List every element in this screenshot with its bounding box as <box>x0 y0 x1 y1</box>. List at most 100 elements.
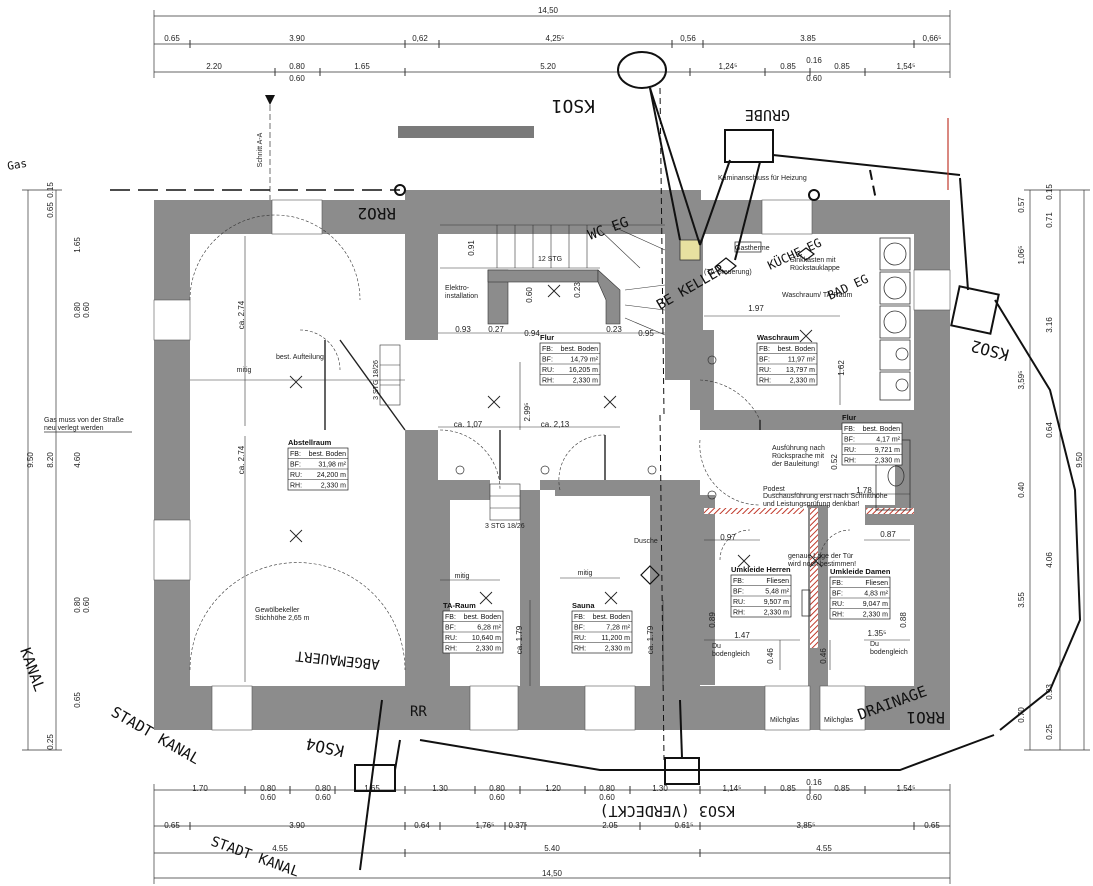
svg-text:mitig: mitig <box>455 573 470 580</box>
room-table-key: RH: <box>542 378 554 385</box>
gastherme-label: Gastherme <box>735 245 770 252</box>
podest-label: Podest <box>763 486 785 493</box>
top-dimension-ticks <box>189 40 915 76</box>
svg-text:1.20: 1.20 <box>545 784 561 793</box>
svg-text:4,25⁵: 4,25⁵ <box>546 34 565 43</box>
svg-text:5.20: 5.20 <box>540 62 556 71</box>
svg-text:0.60: 0.60 <box>806 793 822 802</box>
svg-text:0.95: 0.95 <box>638 329 654 338</box>
room-table-value: 6,28 m² <box>477 625 501 632</box>
svg-text:0.15: 0.15 <box>46 182 55 198</box>
left-inner-dim: 8.20 <box>46 452 55 468</box>
svg-text:1.65: 1.65 <box>364 784 380 793</box>
room-table-key: RH: <box>759 378 771 385</box>
bottom-row2-dims: 0.65 3.90 0.64 1,76⁵ 0.37⁵ 2.05 0.61⁵ 3,… <box>164 821 940 830</box>
bottom-total-dim: 14,50 <box>542 869 563 878</box>
door-swings <box>189 214 851 671</box>
svg-text:0.23: 0.23 <box>573 282 582 298</box>
milchglas-right: Milchglas <box>824 717 854 724</box>
svg-text:4.55: 4.55 <box>272 844 288 853</box>
svg-text:RR: RR <box>410 704 427 720</box>
svg-text:0.71: 0.71 <box>1045 212 1054 228</box>
svg-text:KSO3 (VERDECKT): KSO3 (VERDECKT) <box>600 802 735 820</box>
bottom-dimension-lines <box>153 784 951 884</box>
ta-steuerung-label: (TA-Steuerung) <box>704 269 752 276</box>
room-table-value: 31,98 m² <box>318 462 346 469</box>
dusche-label: Dusche <box>634 538 658 545</box>
interior-dims: 0.91 0.60 0.23 0.93 0.27 0.94 0.23 0.95 … <box>237 240 908 664</box>
top-row2-dims: 2.20 0.80 0.60 1.65 5.20 1,24⁵ 0.85 0.16… <box>206 56 915 83</box>
room-table-key: BF: <box>290 462 301 469</box>
svg-text:0.93: 0.93 <box>1045 684 1054 700</box>
svg-text:0.61⁵: 0.61⁵ <box>675 821 694 830</box>
svg-text:0.60: 0.60 <box>489 793 505 802</box>
room-table-value: 4,83 m² <box>864 591 888 598</box>
milchglas-left: Milchglas <box>770 717 800 724</box>
room-table-key: RU: <box>832 601 844 608</box>
svg-text:0.91: 0.91 <box>467 240 476 256</box>
svg-text:KSO2: KSO2 <box>969 336 1011 364</box>
interior-dimension-lines <box>190 236 910 686</box>
stair-3b-label: 3 STG 18/26 <box>485 523 525 530</box>
svg-text:0.94: 0.94 <box>524 329 540 338</box>
room-table-value: 16,205 m <box>569 367 598 374</box>
svg-text:0.89: 0.89 <box>708 612 717 628</box>
svg-text:0.65: 0.65 <box>46 202 55 218</box>
room-table-value: Fliesen <box>766 578 789 585</box>
room-table-key: FB: <box>733 578 744 585</box>
svg-text:0.85: 0.85 <box>780 62 796 71</box>
svg-text:ca. 2.74: ca. 2.74 <box>237 445 246 474</box>
svg-text:0.46: 0.46 <box>766 648 775 664</box>
svg-text:2.99⁵: 2.99⁵ <box>523 403 532 422</box>
room-table-key: FB: <box>832 580 843 587</box>
left-total-dim: 9.50 <box>26 452 35 468</box>
room-table-value: best. Boden <box>309 451 346 458</box>
svg-text:0.52: 0.52 <box>830 454 839 470</box>
svg-text:STADT KANAL: STADT KANAL <box>209 834 302 881</box>
room-table-value: 9,507 m <box>764 599 789 606</box>
staircase <box>379 224 666 521</box>
room-table-value: Fliesen <box>865 580 888 587</box>
room-table-key: RH: <box>733 610 745 617</box>
svg-text:0.60: 0.60 <box>289 74 305 83</box>
svg-text:0.60: 0.60 <box>260 793 276 802</box>
svg-text:KANAL: KANAL <box>16 645 48 694</box>
room-table-value: best. Boden <box>561 346 598 353</box>
room-table-value: 9,721 m <box>875 447 900 454</box>
room-table-key: FB: <box>290 451 301 458</box>
aufteilung-label: best. Aufteilung <box>276 354 324 361</box>
room-table-key: RU: <box>290 472 302 479</box>
room-table-key: RU: <box>844 447 856 454</box>
room-table-key: RH: <box>844 458 856 465</box>
room-table-key: FB: <box>759 346 770 353</box>
room-table-key: FB: <box>542 346 553 353</box>
svg-text:1,76⁵: 1,76⁵ <box>476 821 495 830</box>
svg-text:0.25: 0.25 <box>46 734 55 750</box>
svg-text:1.54⁵: 1.54⁵ <box>897 784 916 793</box>
bottom-dimension-ticks <box>189 786 915 857</box>
stair-12-label: 12 STG <box>538 256 562 263</box>
bottom-row1-dims: 1.70 0.80 0.60 0.80 0.60 1.65 1.30 0.80 … <box>192 778 915 802</box>
room-table-value: best. Boden <box>593 614 630 621</box>
svg-text:0.65: 0.65 <box>924 821 940 830</box>
svg-text:0.97: 0.97 <box>720 533 736 542</box>
svg-text:0.85: 0.85 <box>834 62 850 71</box>
room-table-key: BF: <box>542 357 553 364</box>
svg-text:mitig: mitig <box>237 367 252 374</box>
svg-text:0.16: 0.16 <box>806 56 822 65</box>
svg-text:1,24⁵: 1,24⁵ <box>719 62 738 71</box>
top-total-dim: 14,50 <box>538 6 559 15</box>
svg-text:0.57: 0.57 <box>1017 197 1026 213</box>
room-table-value: 2,330 m <box>863 612 888 619</box>
side-dimension-lines <box>22 189 1090 751</box>
svg-text:3,59⁵: 3,59⁵ <box>1017 371 1026 390</box>
svg-text:KSO4: KSO4 <box>304 734 346 761</box>
svg-text:ca. 2,13: ca. 2,13 <box>541 420 570 429</box>
room-table-value: best. Boden <box>863 426 900 433</box>
room-name: TA-Raum <box>443 601 476 610</box>
